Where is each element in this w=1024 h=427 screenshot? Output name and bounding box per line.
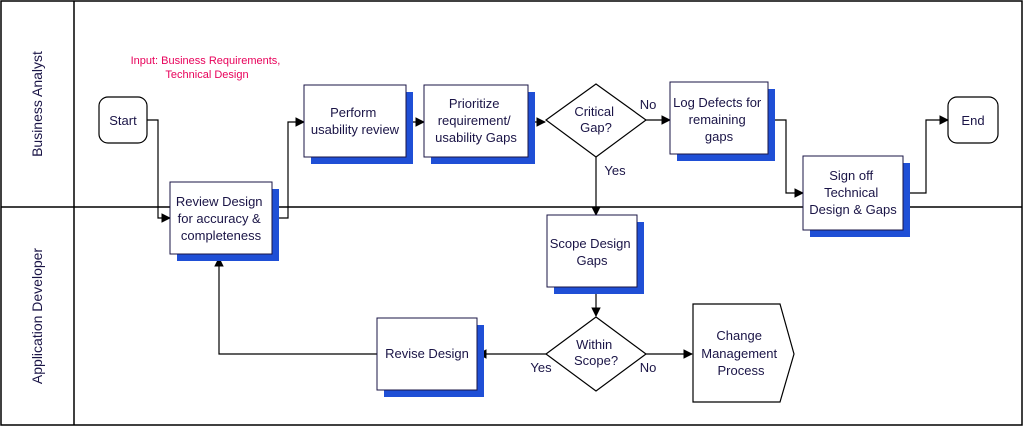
edge-review-to-perform [272, 117, 305, 219]
edge-revise-to-review [214, 257, 377, 355]
node-prioritize-gaps: Prioritize requirement/ usability Gaps [423, 84, 535, 164]
node-start: Start [98, 96, 148, 144]
lane-label-business-analyst: Business Analyst [29, 51, 45, 157]
edge-label-critical-no: No [640, 97, 657, 112]
svg-text:Log Defects for remainin: Log Defects for remaining gaps [673, 95, 765, 144]
input-note: Input: Business Requirements, Technical … [131, 55, 284, 81]
svg-text:End: End [961, 113, 984, 128]
svg-text:Revise Design: Revise Design [385, 346, 469, 361]
edge-signoff-to-end [903, 115, 949, 194]
svg-text:Scope Design Gaps: Scope Design Gaps [550, 236, 635, 268]
decision-critical-gap: Critical Gap? [544, 83, 648, 158]
node-scope-design-gaps: Scope Design Gaps [546, 214, 644, 294]
svg-text:Critical Gap?: Critical Gap? [574, 104, 617, 135]
svg-text:Review Design for accura: Review Design for accuracy & completenes… [176, 194, 266, 243]
svg-text:Within Scope?: Within Scope? [574, 337, 618, 368]
node-end: End [947, 96, 999, 144]
svg-text:Change Management: Change Management Process [701, 328, 781, 378]
decision-within-scope: Within Scope? [544, 316, 648, 392]
edge-label-within-no: No [640, 360, 657, 375]
node-review-design: Review Design for accuracy & completenes… [169, 181, 279, 261]
node-change-management-process: Change Management Process [692, 303, 795, 403]
node-sign-off: Sign off Technical Design & Gaps [802, 155, 910, 237]
edge-label-within-yes: Yes [530, 360, 552, 375]
connectors [147, 115, 949, 359]
svg-text:Prioritize requirement/: Prioritize requirement/ usability Gaps [435, 96, 517, 145]
edge-start-to-review [147, 119, 171, 223]
node-perform-usability-review: Perform usability review [303, 84, 413, 164]
node-revise-design: Revise Design [376, 317, 484, 397]
svg-text:Start: Start [109, 113, 137, 128]
node-log-defects: Log Defects for remaining gaps [669, 81, 775, 161]
edge-label-critical-yes: Yes [604, 163, 626, 178]
edge-log-to-signoff [768, 119, 804, 198]
svg-text:Sign off Technical: Sign off Technical Design & Gaps [809, 168, 897, 217]
svg-text:Perform usability review: Perform usability review [311, 105, 400, 137]
lane-label-application-developer: Application Developer [29, 248, 45, 385]
